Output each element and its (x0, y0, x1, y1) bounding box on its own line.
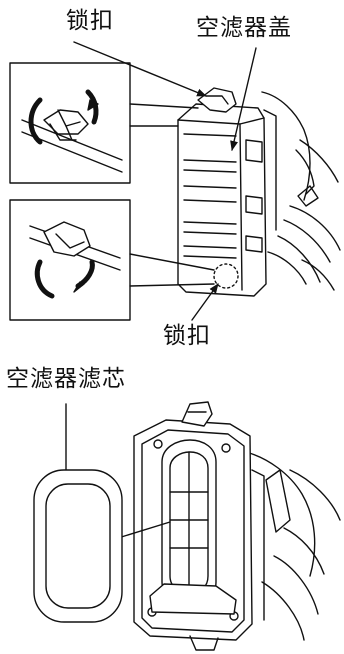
air-cleaner-housing (117, 401, 253, 651)
air-cleaner-cover (177, 87, 267, 297)
arrow-latch-bottom (191, 283, 219, 321)
arrow-latch-top (73, 41, 207, 97)
latch-detail-inset-top (9, 62, 131, 184)
latch-detail-inset-bottom (9, 199, 131, 321)
air-cleaner-element (33, 469, 123, 623)
air-cleaner-element-label: 空滤器滤芯 (6, 366, 126, 392)
air-cleaner-cover-label: 空滤器盖 (196, 15, 292, 41)
inset-connector-bottom (129, 253, 215, 271)
latch-label-top: 锁扣 (66, 8, 114, 34)
latch-label-bottom: 锁扣 (163, 323, 211, 349)
engine-body-bottom (245, 451, 341, 641)
inset-connector-bottom-2 (129, 283, 215, 287)
engine-body-top (261, 91, 341, 291)
inset-connector-top (129, 103, 199, 109)
arrow-cover (230, 47, 257, 151)
